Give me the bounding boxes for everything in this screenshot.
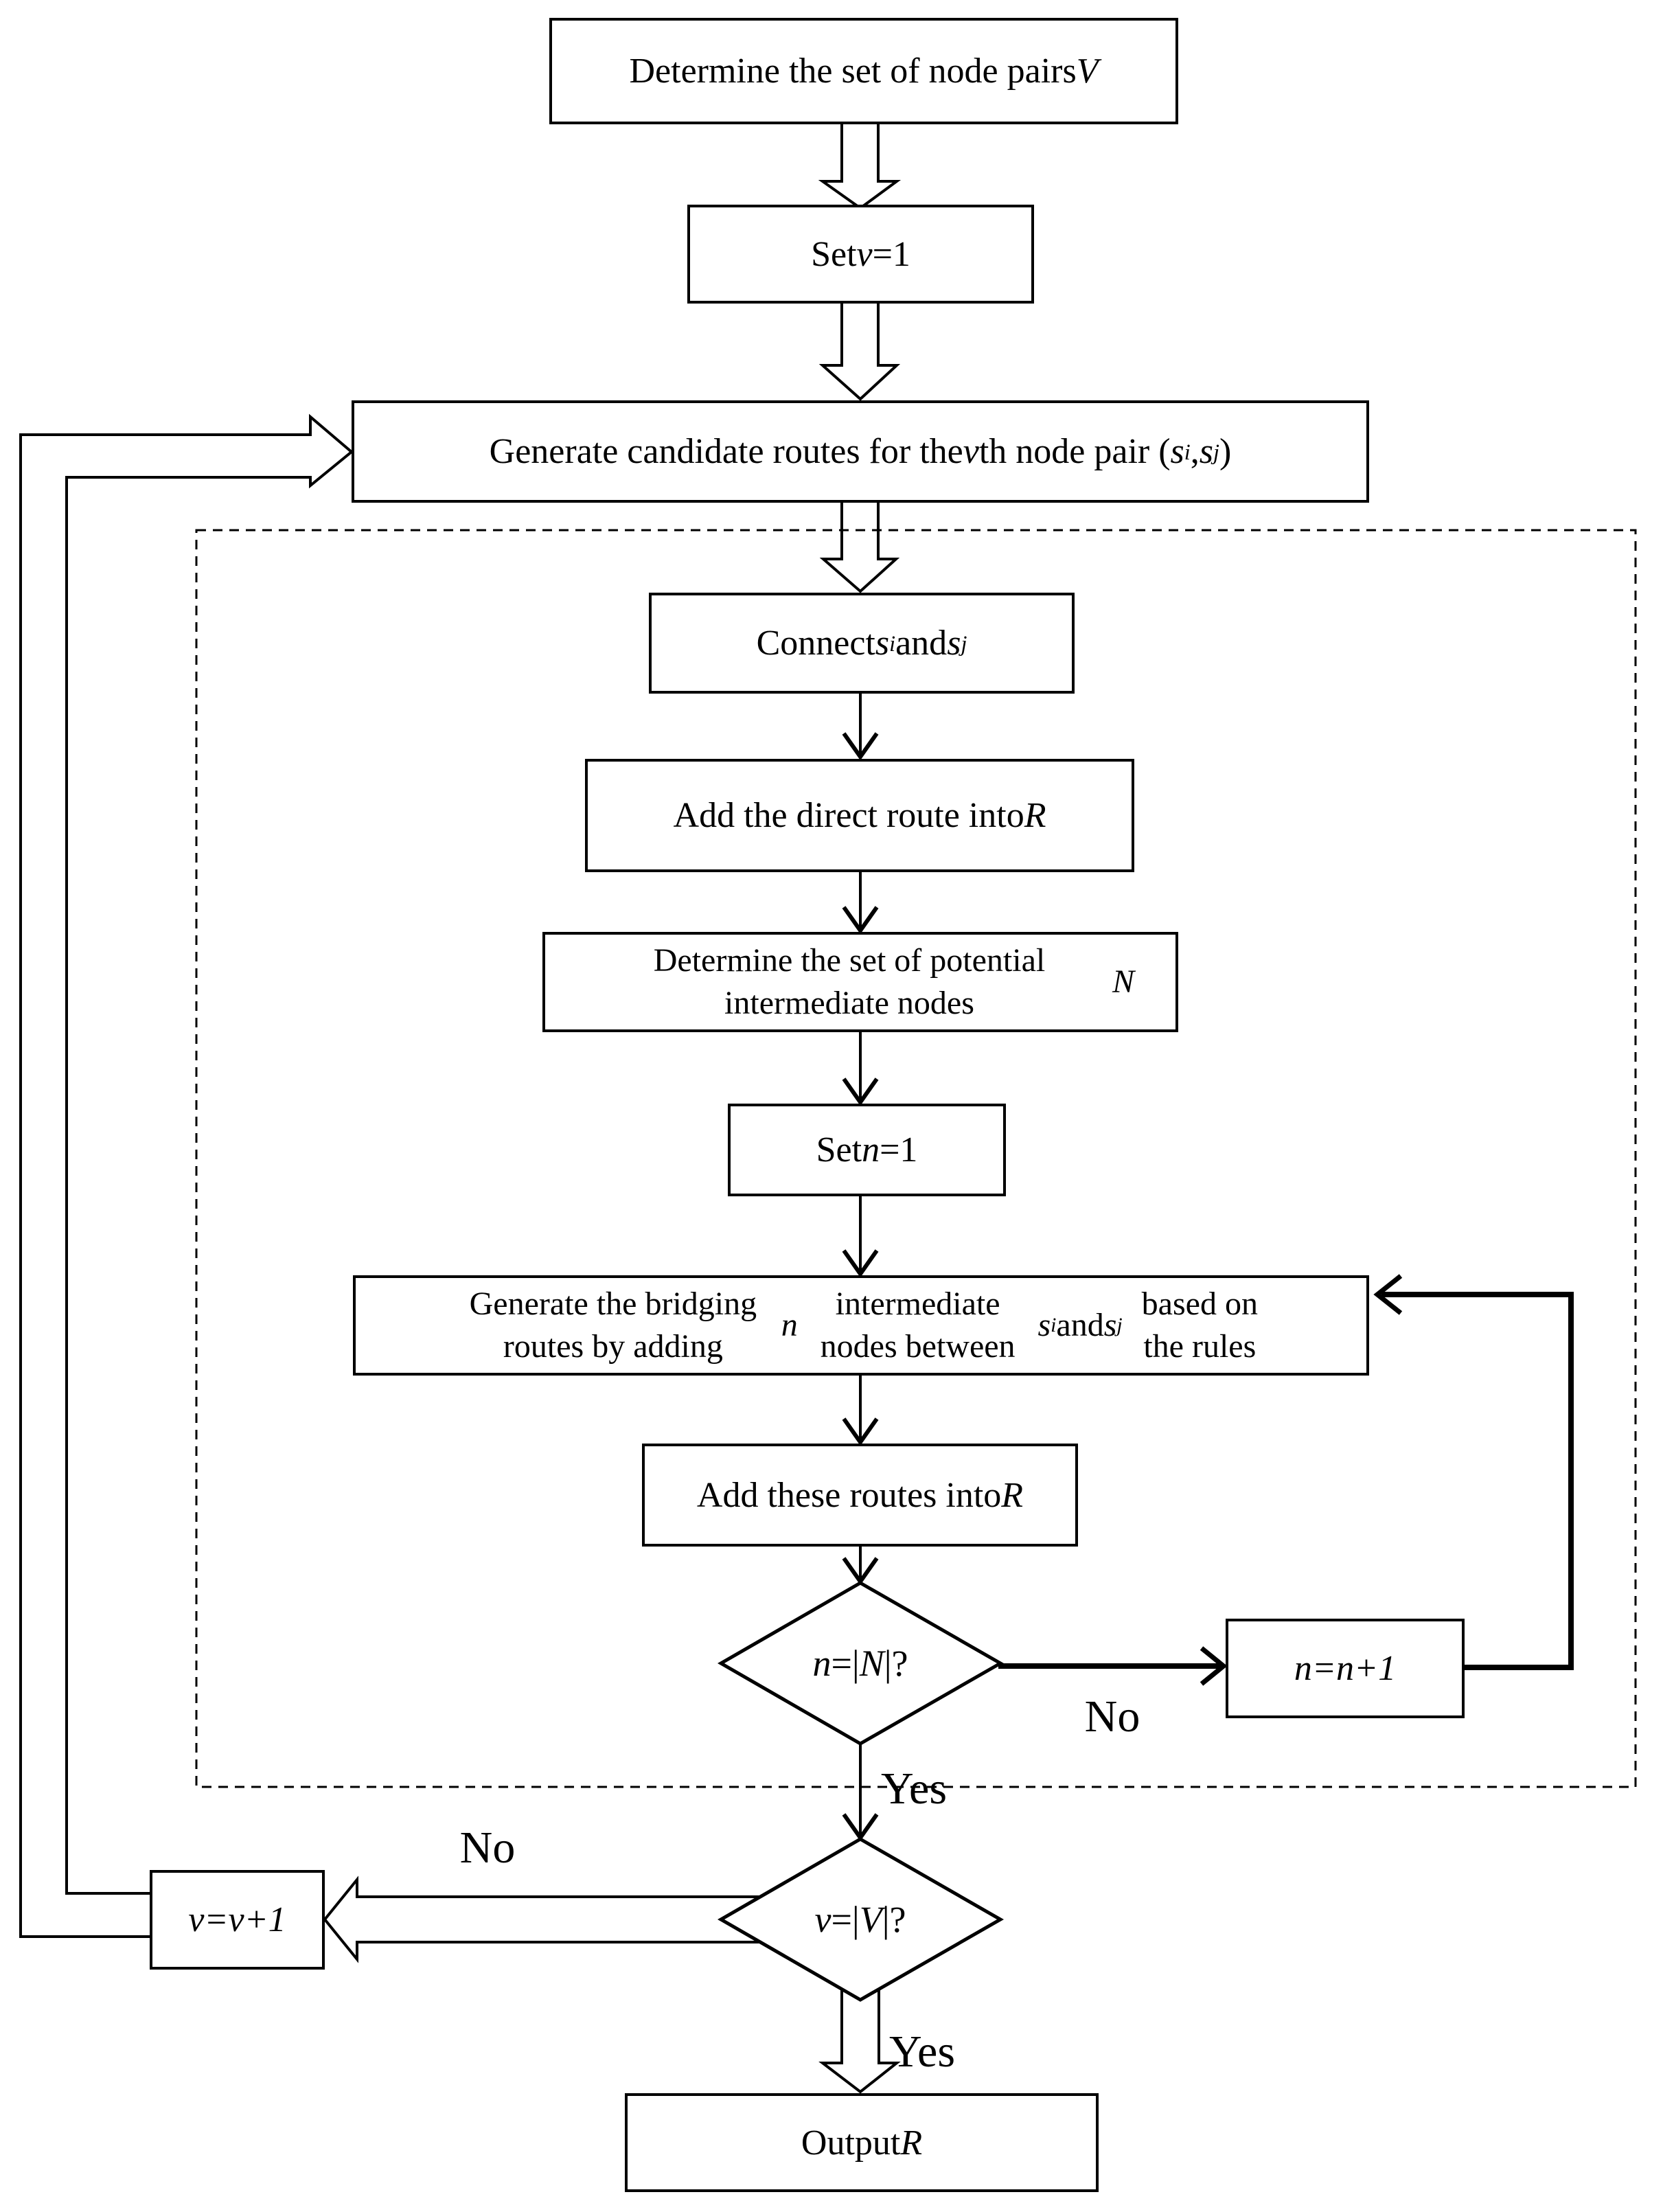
node-determine-pairs: Determine the set of node pairs V [549,18,1178,124]
loop-arrow-v-back [19,413,353,1938]
node-determine-intermediate-nodes: Determine the set of potential intermedi… [542,932,1178,1032]
diamond-v-check [717,1837,1005,2002]
arrow-ncheck-yes-to-vcheck [842,1744,879,1842]
label-v-no: No [459,1822,516,1873]
arrow-determineN-to-setn [842,1031,879,1106]
block-arrow-down-3 [819,502,900,593]
loop-arrow-n-back [998,1274,1574,1686]
arrow-setn-to-bridging [842,1196,879,1278]
dashed-loop-boundary [195,529,1637,1788]
block-arrow-down-2 [818,302,901,401]
node-set-v: Set v =1 [687,205,1034,304]
block-arrow-no-v [323,1875,761,1963]
node-n-increment: n=n+1 [1226,1619,1465,1718]
node-add-these-routes: Add these routes into R [642,1444,1078,1547]
label-n-yes: Yes [881,1763,948,1814]
node-generate-candidate-routes: Generate candidate routes for the v th n… [352,400,1369,503]
arrow-bridging-to-addroutes [842,1375,879,1446]
arrow-adddirect-to-determineN [842,872,879,935]
block-arrow-down-1 [818,123,902,210]
node-output-r: Output R [625,2093,1099,2192]
node-set-n: Set n =1 [728,1104,1006,1196]
arrow-connect-to-adddirect [842,694,879,761]
decision-v-check-label: v=|V|? [814,1899,906,1940]
block-arrow-yes-output [818,1990,901,2094]
node-generate-bridging-routes: Generate the bridging routes by adding n… [353,1275,1369,1376]
node-v-increment: v=v+1 [150,1870,325,1970]
label-n-no: No [1084,1691,1140,1742]
arrow-addroutes-to-ncheck [842,1547,879,1586]
node-add-direct-route: Add the direct route into R [585,759,1134,872]
decision-n-check-label: n=|N|? [812,1643,908,1684]
label-v-yes: Yes [889,2026,956,2077]
